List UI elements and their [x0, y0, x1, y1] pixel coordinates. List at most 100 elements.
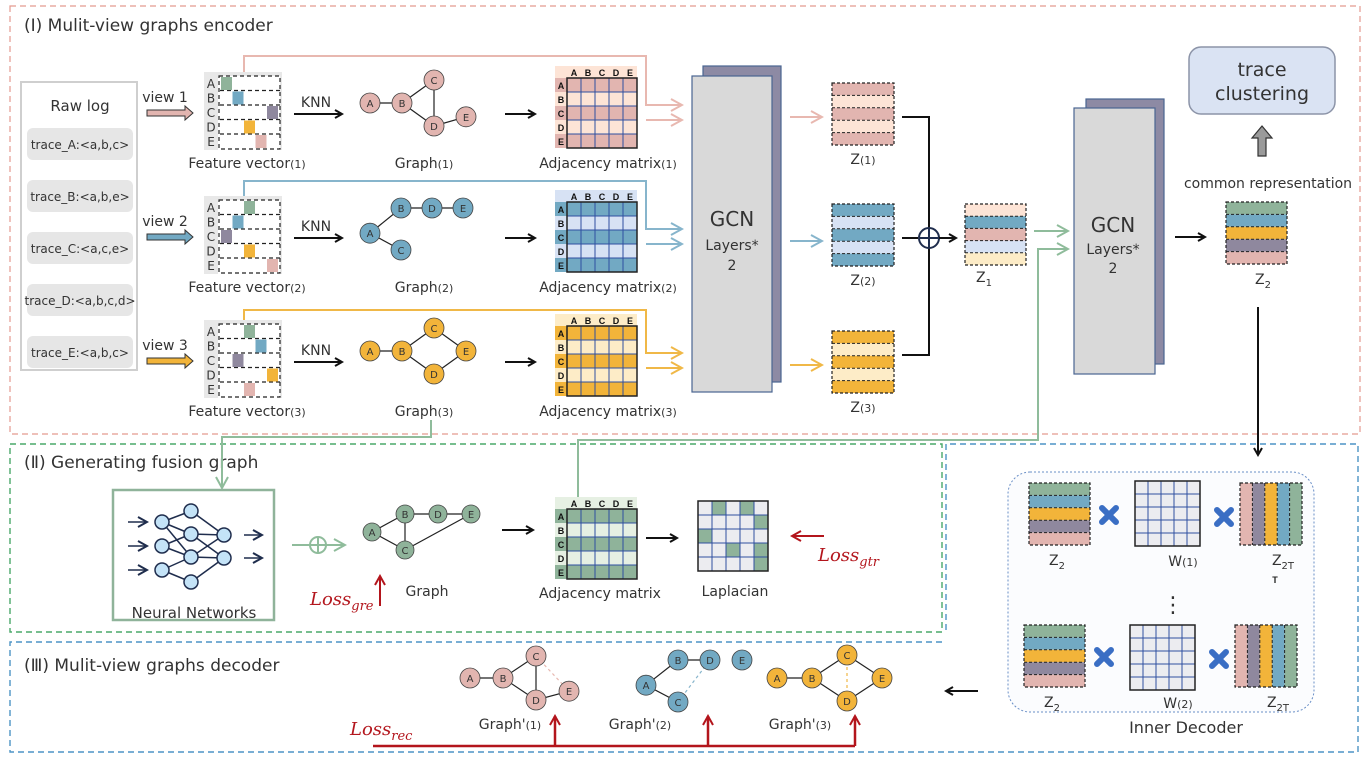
stripe [1277, 483, 1290, 545]
matrix-row-header: C [558, 540, 565, 550]
nn-neuron [216, 550, 232, 566]
stripe [1259, 625, 1273, 687]
graph-node: D [423, 363, 445, 385]
svg-text:D: D [206, 369, 215, 383]
matrix-col-header: E [627, 316, 633, 326]
laplacian-cell [711, 500, 727, 516]
graph-node: D [428, 504, 448, 524]
adjacency-matrix-label: Adjacency matrix(2) [539, 280, 677, 296]
weight-cell [1160, 519, 1175, 534]
matrix-col-header: C [599, 192, 606, 202]
graph-node: B [492, 667, 514, 689]
fusion-to-gcn2-arrow [577, 249, 1068, 500]
svg-text:C: C [398, 246, 405, 257]
graph-node: B [395, 504, 415, 524]
svg-text:B: B [398, 204, 405, 215]
matrix-row [567, 244, 637, 258]
svg-text:A: A [367, 99, 374, 110]
encoder-section-title: (Ⅰ) Mulit-view graphs encoder [24, 16, 273, 36]
weight-cell [1160, 493, 1175, 508]
raw-log-panel: Raw log trace_A:<a,b,c>trace_B:<a,b,e>tr… [20, 81, 138, 371]
weight-cell [1134, 532, 1149, 547]
weight-cell [1173, 480, 1188, 495]
stripe [1226, 202, 1287, 215]
matrix-row-header: A [558, 81, 565, 91]
stripe [1029, 495, 1090, 508]
stripe [832, 343, 894, 356]
stripe [1240, 483, 1253, 545]
graph-node: C [667, 691, 689, 713]
stripe [1264, 483, 1278, 545]
svg-text:A: A [643, 681, 650, 692]
stripe [1029, 507, 1090, 521]
laplacian-cell [725, 528, 741, 544]
nn-neuron [183, 574, 199, 590]
graph-node: D [421, 197, 443, 219]
svg-text:B: B [809, 674, 816, 685]
svg-text:E: E [879, 674, 885, 685]
fusion-section-title: (Ⅱ) Generating fusion graph [24, 453, 258, 473]
stripe [1289, 483, 1302, 545]
trace-clustering-box: trace clustering [1188, 46, 1336, 115]
weight-cell [1134, 493, 1149, 508]
matrix-col-header: E [627, 499, 633, 509]
fusion-graph-label: Graph [406, 584, 449, 600]
loss-gre: Lossgre [309, 576, 380, 614]
nn-neuron [183, 526, 199, 542]
svg-text:C: C [207, 354, 215, 368]
neural-networks-label: Neural Networks [132, 604, 257, 622]
multiply-icon [1214, 507, 1234, 527]
stripe [1024, 637, 1085, 650]
z2-common-representation [1225, 201, 1288, 265]
feature-cell [267, 368, 278, 382]
weight-cell [1181, 650, 1196, 665]
matrix-row-header: A [558, 205, 565, 215]
stripe [965, 252, 1026, 265]
graph-node: A [359, 340, 381, 362]
matrix-col-header: E [627, 68, 633, 78]
weight-cell [1142, 663, 1157, 678]
matrix-col-header: C [599, 499, 606, 509]
matrix-row-header: A [558, 329, 565, 339]
weight-cell [1173, 506, 1188, 521]
svg-text:E: E [566, 687, 572, 698]
matrix-row-header: B [558, 219, 565, 229]
multiply-icon [1094, 647, 1114, 667]
svg-text:Lossgre: Lossgre [309, 589, 374, 614]
svg-text:D: D [843, 697, 851, 708]
matrix-row-header: D [558, 247, 565, 257]
laplacian-cell [739, 500, 755, 516]
trace-text: trace_D:<a,b,c,d> [25, 294, 136, 308]
graph-label: Graph(2) [395, 280, 454, 296]
svg-text:B: B [675, 656, 682, 667]
stripe [1024, 674, 1085, 687]
laplacian-cell [697, 500, 713, 516]
laplacian-cell [711, 528, 727, 544]
svg-text:Z2T: Z2T [1267, 695, 1290, 714]
matrix-row-header: C [558, 357, 565, 367]
svg-text:A: A [207, 77, 216, 91]
laplacian-label: Laplacian [702, 584, 769, 600]
weight-cell [1142, 637, 1157, 652]
stripe [965, 228, 1026, 241]
svg-text:E: E [207, 135, 215, 149]
svg-text:A: A [367, 347, 374, 358]
svg-text:C: C [402, 546, 409, 557]
nn-neuron [154, 514, 170, 530]
weight-cell [1134, 519, 1149, 534]
weight-cell [1186, 480, 1201, 495]
raw-log-title: Raw log [50, 97, 109, 115]
matrix-col-header: D [613, 68, 620, 78]
inner-decoder-ellipsis: ⋮ [1162, 593, 1184, 618]
feature-vector-label: Feature vector(1) [188, 156, 305, 172]
stripe [1226, 251, 1287, 264]
concat-symbol [918, 227, 940, 249]
raw-log-trace-item: trace_D:<a,b,c,d> [25, 284, 136, 316]
graph-edge [404, 513, 472, 551]
z1-label: Z1 [976, 270, 992, 289]
